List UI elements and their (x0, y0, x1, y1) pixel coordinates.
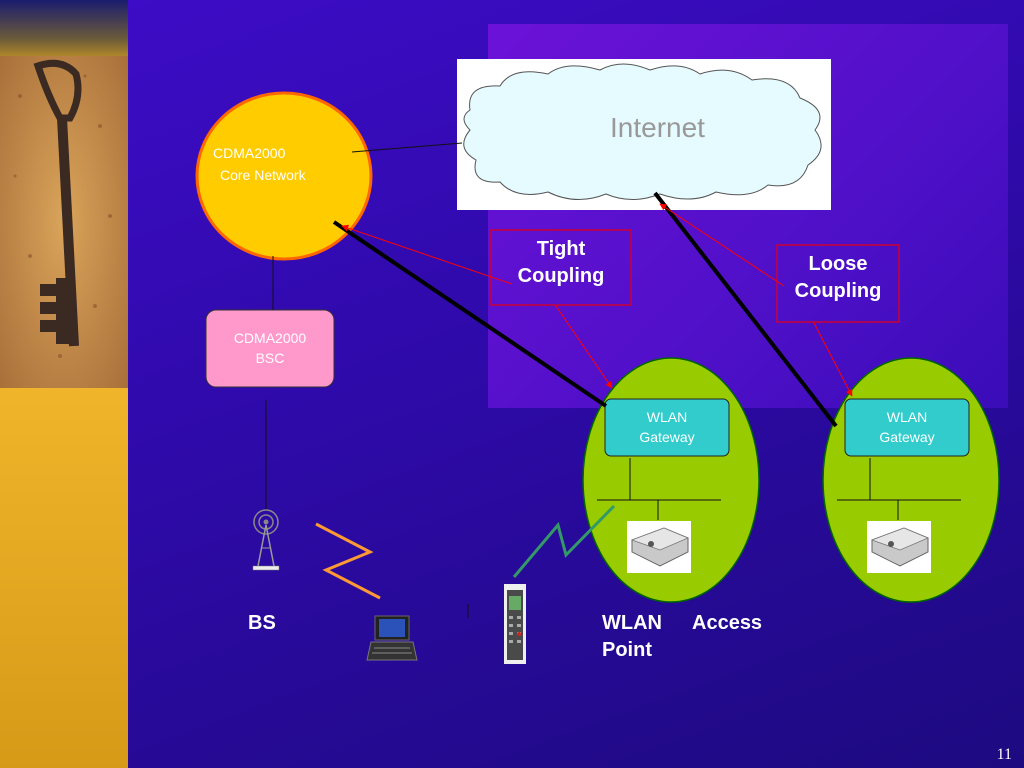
bs-label: BS (248, 612, 276, 634)
arrow-tight-to-core (341, 224, 513, 285)
core-network-label-line1: CDMA2000 (213, 145, 286, 161)
gateway-right-line2: Gateway (879, 429, 935, 445)
loose-coupling-line1: Loose (808, 253, 868, 275)
wlan-wireless-link (512, 504, 616, 578)
access-point-label-word1: WLAN (602, 612, 662, 634)
key-photo (0, 56, 128, 388)
bsc-box (205, 309, 335, 388)
gateway-left-label: WLAN Gateway (605, 407, 729, 447)
core-network-circle (195, 91, 373, 261)
gateway-left-line2: Gateway (639, 429, 695, 445)
tight-coupling-line2: Coupling (517, 265, 605, 287)
core-network-label-line2: Core Network (220, 167, 306, 183)
access-point-label-word3: Point (602, 639, 652, 661)
cellular-wireless-link (315, 522, 381, 600)
antenna-tower-icon (252, 509, 280, 571)
bsc-label-line2: BSC (255, 350, 285, 366)
loose-coupling-line2: Coupling (794, 280, 882, 302)
tight-coupling-link (332, 220, 608, 408)
loose-coupling-link (653, 191, 838, 428)
page-number: 11 (996, 746, 1012, 763)
tight-coupling-label: Tight Coupling (491, 236, 631, 290)
core-to-internet-link (351, 142, 463, 153)
bsc-label: CDMA2000 BSC (206, 328, 334, 368)
laptop-icon (366, 615, 418, 661)
phone-icon (504, 584, 526, 664)
arrow-loose-to-gateway (813, 322, 853, 397)
arrow-loose-to-internet (659, 203, 785, 287)
access-point-icon (867, 521, 931, 573)
bsc-label-line1: CDMA2000 (233, 330, 307, 346)
loose-coupling-label: Loose Coupling (777, 251, 899, 305)
internet-cloud (463, 63, 822, 200)
internet-label: Internet (610, 112, 705, 143)
tight-coupling-line1: Tight (536, 238, 586, 260)
gateway-right-line1: WLAN (886, 409, 928, 425)
access-point-icon (627, 521, 691, 573)
access-point-label-word2: Access (692, 612, 763, 634)
gateway-box-right (844, 398, 970, 457)
gateway-left-line1: WLAN (646, 409, 688, 425)
arrow-tight-to-gateway (555, 305, 613, 389)
gateway-box-left (604, 398, 730, 457)
gateway-right-label: WLAN Gateway (845, 407, 969, 447)
tight-coupling-box (490, 229, 632, 306)
loose-coupling-box (776, 244, 900, 323)
